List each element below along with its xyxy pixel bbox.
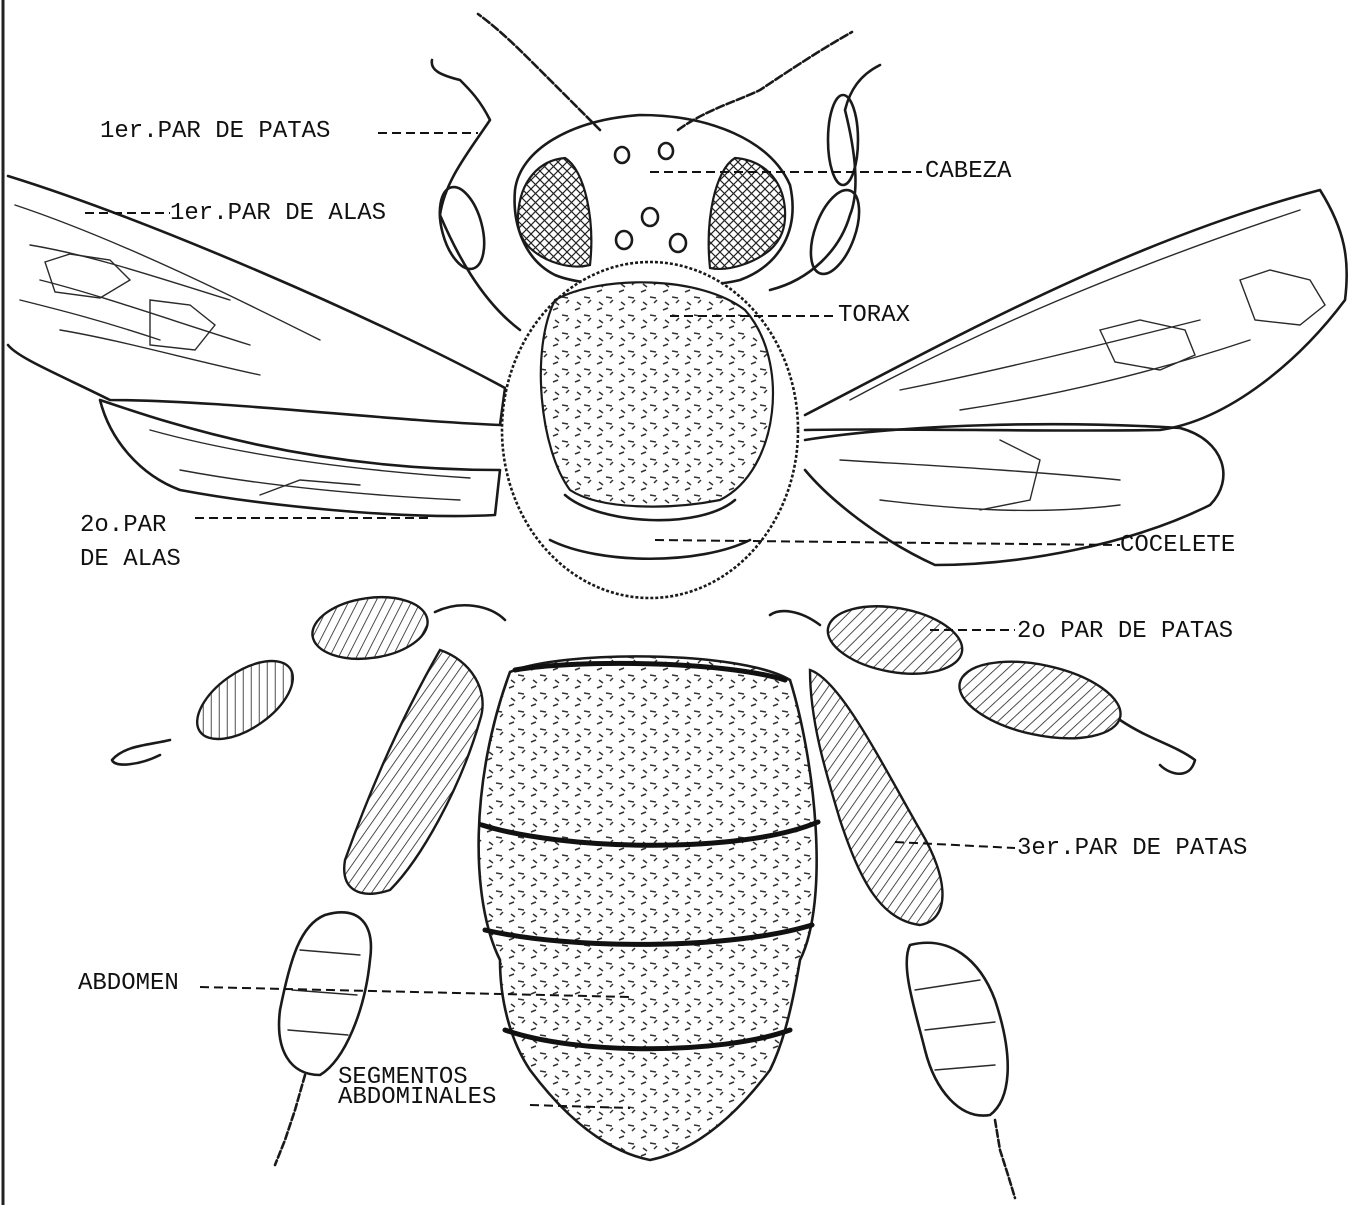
label-waist: COCELETE	[1120, 532, 1235, 560]
label-first-wings: 1er.PAR DE ALAS	[170, 200, 386, 228]
label-segments-line2: ABDOMINALES	[338, 1088, 496, 1108]
left-hindwing	[100, 400, 500, 516]
abdomen	[479, 656, 818, 1160]
thorax	[502, 262, 798, 598]
right-compound-eye	[709, 158, 785, 269]
label-second-wings-line1: 2o.PAR	[80, 512, 166, 540]
antennae	[478, 14, 852, 130]
label-thorax: TORAX	[838, 302, 910, 330]
label-third-legs: 3er.PAR DE PATAS	[1017, 835, 1247, 863]
label-head: CABEZA	[925, 158, 1011, 186]
label-abdomen: ABDOMEN	[78, 970, 179, 998]
head	[515, 115, 793, 287]
ocellus	[659, 143, 673, 159]
ocellus	[615, 147, 629, 163]
label-second-legs: 2o PAR DE PATAS	[1017, 618, 1233, 646]
label-first-legs: 1er.PAR DE PATAS	[100, 118, 330, 146]
label-second-wings-line2: DE ALAS	[80, 546, 181, 574]
